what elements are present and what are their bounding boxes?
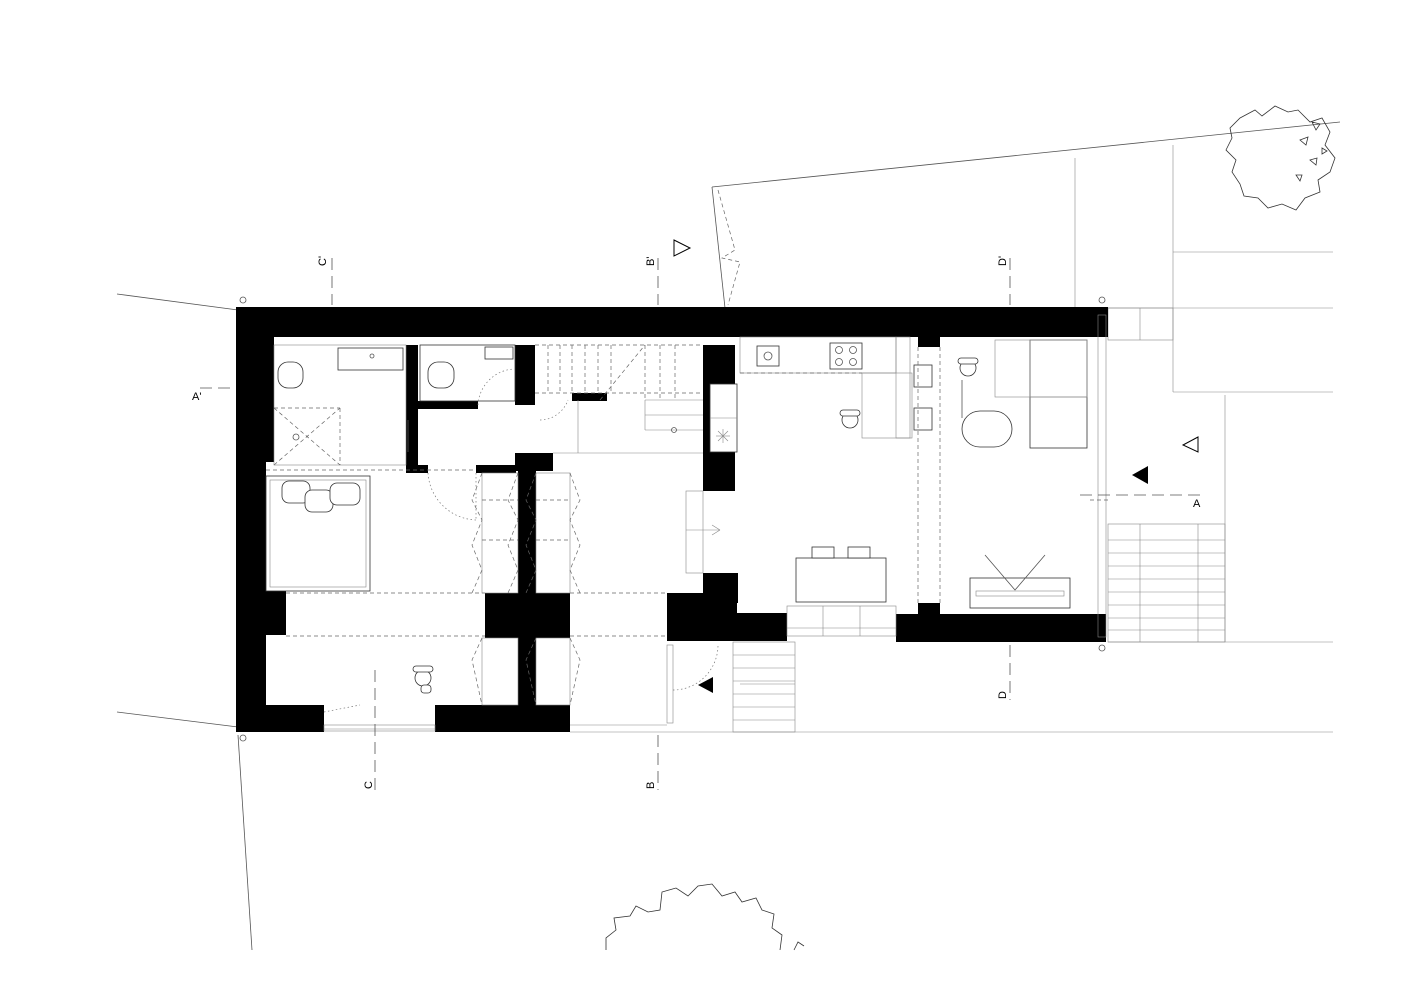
bedroom <box>265 469 667 637</box>
section-axes <box>200 258 1200 790</box>
kitchen <box>709 336 941 637</box>
person-icon <box>412 665 434 694</box>
living-room <box>961 314 1108 638</box>
section-label-a-right: A <box>1193 498 1201 510</box>
entrance-arrow-icon <box>1132 466 1148 484</box>
sink-icon <box>337 347 404 371</box>
entry-steps <box>732 641 796 733</box>
section-label-c-bottom: C <box>363 781 375 789</box>
tree-icon <box>605 883 805 951</box>
corner-markers <box>239 296 1106 742</box>
walls <box>236 307 1108 732</box>
section-labels: A' A B' B C' C D' D <box>192 256 1201 789</box>
terrace-steps-right <box>1107 307 1226 643</box>
staircase <box>535 344 703 454</box>
tree-icon <box>1225 105 1336 211</box>
toilet-icon <box>277 361 304 389</box>
section-label-c-top: C' <box>317 256 329 266</box>
north-arrow-icon <box>1181 436 1199 453</box>
drain-icon <box>292 433 300 441</box>
north-arrow-icon <box>673 239 692 257</box>
section-label-b-bottom: B <box>645 782 657 789</box>
person-icon <box>957 357 979 418</box>
wardrobes <box>471 472 581 706</box>
section-label-d-bottom: D <box>997 691 1009 699</box>
person-icon <box>839 409 861 429</box>
section-label-a-left: A' <box>192 391 201 403</box>
sink-icon <box>756 345 780 367</box>
entrance-arrow-icon <box>698 677 713 693</box>
hall <box>323 490 721 732</box>
toilet-icon <box>427 361 455 389</box>
sink-icon <box>484 346 514 360</box>
section-label-d-top: D' <box>997 256 1009 266</box>
section-label-b-top: B' <box>645 257 657 266</box>
bathrooms <box>273 344 516 466</box>
stove-icon <box>829 342 863 370</box>
